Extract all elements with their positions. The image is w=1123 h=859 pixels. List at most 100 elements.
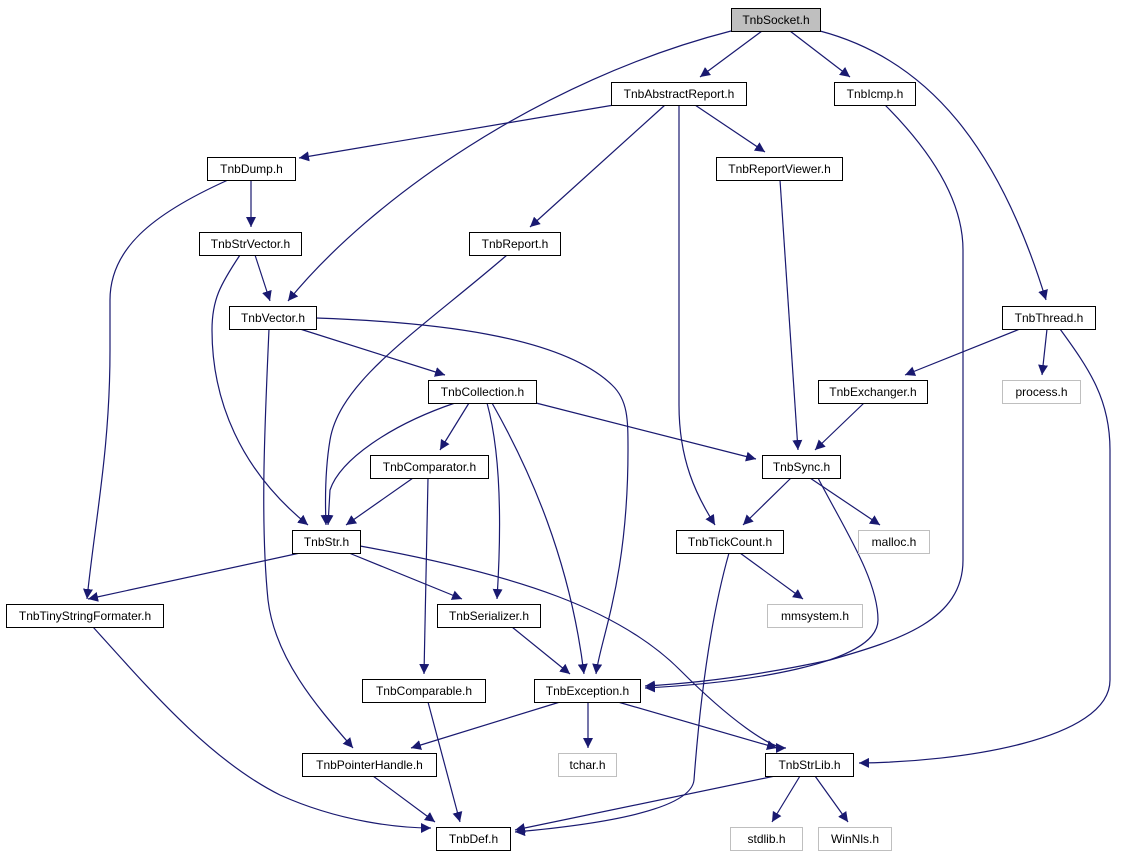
node-box xyxy=(1002,380,1081,404)
edge-TnbCollection-to-TnbSerializer xyxy=(486,402,503,600)
node-stdlib[interactable]: stdlib.h xyxy=(730,827,803,851)
node-box xyxy=(229,306,317,330)
edge-TnbExchanger-to-TnbSync xyxy=(814,402,865,451)
edge-TnbIcmp-to-TnbException xyxy=(644,104,964,691)
node-TnbDump[interactable]: TnbDump.h xyxy=(207,157,296,181)
edge-TnbException-to-TnbStrLib xyxy=(617,701,778,751)
node-label: process.h xyxy=(1015,385,1067,399)
node-TnbAbstractReport[interactable]: TnbAbstractReport.h xyxy=(611,82,747,106)
node-TnbDef[interactable]: TnbDef.h xyxy=(436,827,511,851)
node-box xyxy=(1002,306,1096,330)
node-label: TnbReportViewer.h xyxy=(728,162,831,176)
node-label: TnbComparable.h xyxy=(376,684,472,698)
node-TnbComparator[interactable]: TnbComparator.h xyxy=(370,455,489,479)
node-TnbVector[interactable]: TnbVector.h xyxy=(229,306,317,330)
edge-TnbException-to-TnbPointerHandle xyxy=(410,701,561,750)
edge-TnbComparator-to-TnbStr xyxy=(345,477,414,526)
node-label: TnbSync.h xyxy=(773,460,830,474)
node-TnbIcmp[interactable]: TnbIcmp.h xyxy=(834,82,916,106)
edge-TnbComparator-to-TnbComparable xyxy=(419,477,430,675)
node-TnbStr[interactable]: TnbStr.h xyxy=(292,530,361,554)
edge-TnbReport-to-TnbStr xyxy=(320,254,508,526)
node-box xyxy=(292,530,361,554)
node-label: TnbDef.h xyxy=(449,832,498,846)
node-label: TnbCollection.h xyxy=(441,385,524,399)
node-TnbComparable[interactable]: TnbComparable.h xyxy=(362,679,486,703)
node-label: TnbIcmp.h xyxy=(847,87,904,101)
node-box xyxy=(731,8,821,32)
node-label: stdlib.h xyxy=(747,832,785,846)
edges-layer xyxy=(83,30,1111,837)
node-label: TnbDump.h xyxy=(220,162,283,176)
node-TnbThread[interactable]: TnbThread.h xyxy=(1002,306,1096,330)
node-malloc[interactable]: malloc.h xyxy=(858,530,930,554)
node-box xyxy=(207,157,296,181)
node-tchar[interactable]: tchar.h xyxy=(558,753,617,777)
edge-TnbStrVector-to-TnbVector xyxy=(254,254,272,302)
edge-TnbCollection-to-TnbException xyxy=(491,402,588,675)
node-box xyxy=(437,604,541,628)
node-box xyxy=(676,530,784,554)
edge-TnbStrLib-to-WinNls xyxy=(814,775,849,823)
node-mmsystem[interactable]: mmsystem.h xyxy=(767,604,863,628)
node-label: TnbSerializer.h xyxy=(449,609,529,623)
node-TnbException[interactable]: TnbException.h xyxy=(534,679,641,703)
edge-TnbVector-to-TnbPointerHandle xyxy=(263,328,354,749)
node-box xyxy=(834,82,916,106)
node-TnbTinyStringFormater[interactable]: TnbTinyStringFormater.h xyxy=(6,604,164,628)
node-box xyxy=(767,604,863,628)
edge-TnbStrLib-to-TnbDef xyxy=(514,775,776,833)
edge-TnbTinyStringFormater-to-TnbDef xyxy=(92,626,432,833)
node-WinNls[interactable]: WinNls.h xyxy=(818,827,892,851)
node-TnbStrLib[interactable]: TnbStrLib.h xyxy=(765,753,854,777)
node-TnbStrVector[interactable]: TnbStrVector.h xyxy=(199,232,302,256)
node-TnbTickCount[interactable]: TnbTickCount.h xyxy=(676,530,784,554)
edge-TnbSync-to-TnbTickCount xyxy=(742,477,792,526)
node-box xyxy=(6,604,164,628)
node-TnbReport[interactable]: TnbReport.h xyxy=(469,232,561,256)
node-TnbPointerHandle[interactable]: TnbPointerHandle.h xyxy=(302,753,437,777)
edge-TnbPointerHandle-to-TnbDef xyxy=(372,775,436,823)
node-process[interactable]: process.h xyxy=(1002,380,1081,404)
node-TnbReportViewer[interactable]: TnbReportViewer.h xyxy=(716,157,843,181)
node-box xyxy=(534,679,641,703)
node-TnbSerializer[interactable]: TnbSerializer.h xyxy=(437,604,541,628)
node-label: TnbComparator.h xyxy=(383,460,476,474)
edge-TnbTickCount-to-TnbDef xyxy=(514,552,730,837)
edge-TnbVector-to-TnbException xyxy=(315,317,629,675)
edge-TnbThread-to-process xyxy=(1038,328,1049,376)
node-label: TnbPointerHandle.h xyxy=(316,758,423,772)
edge-TnbStr-to-TnbSerializer xyxy=(348,552,463,600)
node-label: TnbTinyStringFormater.h xyxy=(19,609,151,623)
node-TnbSocket[interactable]: TnbSocket.h xyxy=(731,8,821,32)
node-TnbSync[interactable]: TnbSync.h xyxy=(762,455,841,479)
node-label: TnbVector.h xyxy=(241,311,305,325)
node-box xyxy=(370,455,489,479)
node-box xyxy=(302,753,437,777)
node-box xyxy=(716,157,843,181)
edge-TnbAbstractReport-to-TnbDump xyxy=(298,104,615,162)
edge-TnbStr-to-TnbTinyStringFormater xyxy=(87,552,301,602)
edge-TnbCollection-to-TnbComparator xyxy=(439,402,470,451)
node-label: tchar.h xyxy=(569,758,605,772)
edge-TnbCollection-to-TnbStr xyxy=(323,402,456,526)
node-box xyxy=(730,827,803,851)
node-box xyxy=(558,753,617,777)
node-label: TnbThread.h xyxy=(1015,311,1084,325)
node-TnbExchanger[interactable]: TnbExchanger.h xyxy=(818,380,928,404)
edge-TnbAbstractReport-to-TnbReportViewer xyxy=(694,104,766,153)
node-box xyxy=(818,380,928,404)
node-box xyxy=(818,827,892,851)
edge-TnbStrVector-to-TnbStr xyxy=(211,254,309,526)
edge-TnbSocket-to-TnbIcmp xyxy=(789,30,851,78)
edge-TnbReportViewer-to-TnbSync xyxy=(779,179,803,451)
node-label: TnbTickCount.h xyxy=(688,535,772,549)
node-TnbCollection[interactable]: TnbCollection.h xyxy=(428,380,537,404)
node-box xyxy=(428,380,537,404)
node-label: WinNls.h xyxy=(831,832,879,846)
node-label: mmsystem.h xyxy=(781,609,849,623)
edge-TnbThread-to-TnbStrLib xyxy=(858,328,1111,768)
node-box xyxy=(469,232,561,256)
